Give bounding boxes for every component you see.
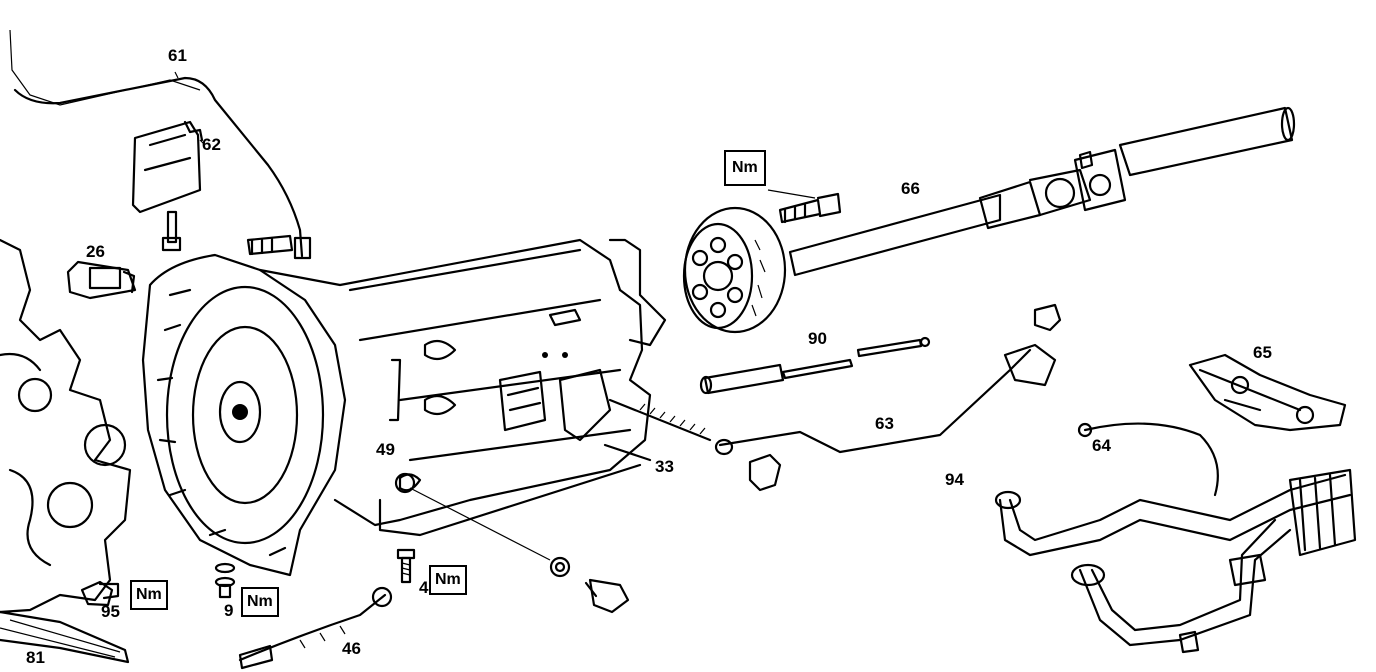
- bolt-upper: [246, 234, 294, 256]
- callout-94: 94: [945, 470, 964, 489]
- callout-62: 62: [202, 135, 221, 154]
- callout-33: 33: [655, 457, 674, 476]
- callout-49: 49: [376, 440, 395, 459]
- callout-4: 4: [419, 578, 429, 597]
- callout-9: 9: [224, 601, 234, 620]
- torque-box-shaft: Nm: [724, 150, 766, 186]
- callout-26: 26: [86, 242, 105, 261]
- bolt-95: [80, 580, 120, 607]
- bolt-shaft: [767, 189, 842, 224]
- propeller-shaft-66: [788, 106, 1296, 277]
- sensor-26: [66, 260, 137, 300]
- bar-81: [0, 610, 130, 664]
- pins-90: [699, 336, 931, 395]
- wire-64: [1077, 422, 1219, 497]
- flex-disc: [682, 206, 787, 334]
- callout-90: 90: [808, 329, 827, 348]
- callout-66: 66: [901, 179, 920, 198]
- bracket-62: [131, 120, 206, 252]
- bolt-4: [396, 548, 416, 584]
- callout-64: 64: [1092, 436, 1111, 455]
- mount-65: [1188, 353, 1347, 432]
- exhaust-94: [994, 468, 1357, 654]
- ground-cable-46: [238, 586, 393, 670]
- callout-46: 46: [342, 639, 361, 658]
- spring-33: [603, 398, 712, 462]
- leader-49: [394, 472, 630, 614]
- callout-65: 65: [1253, 343, 1272, 362]
- callout-81: 81: [26, 648, 45, 667]
- rod-63: [714, 303, 1062, 492]
- torque-box-95: Nm: [130, 580, 168, 610]
- callout-61: 61: [168, 46, 187, 65]
- torque-box-9: Nm: [241, 587, 279, 617]
- callout-63: 63: [875, 414, 894, 433]
- callout-95: 95: [101, 602, 120, 621]
- cable-61: [13, 71, 312, 260]
- transmission-housing: [141, 238, 667, 577]
- bolt-9: [214, 562, 236, 599]
- engine-block: [0, 29, 201, 614]
- torque-box-4: Nm: [429, 565, 467, 595]
